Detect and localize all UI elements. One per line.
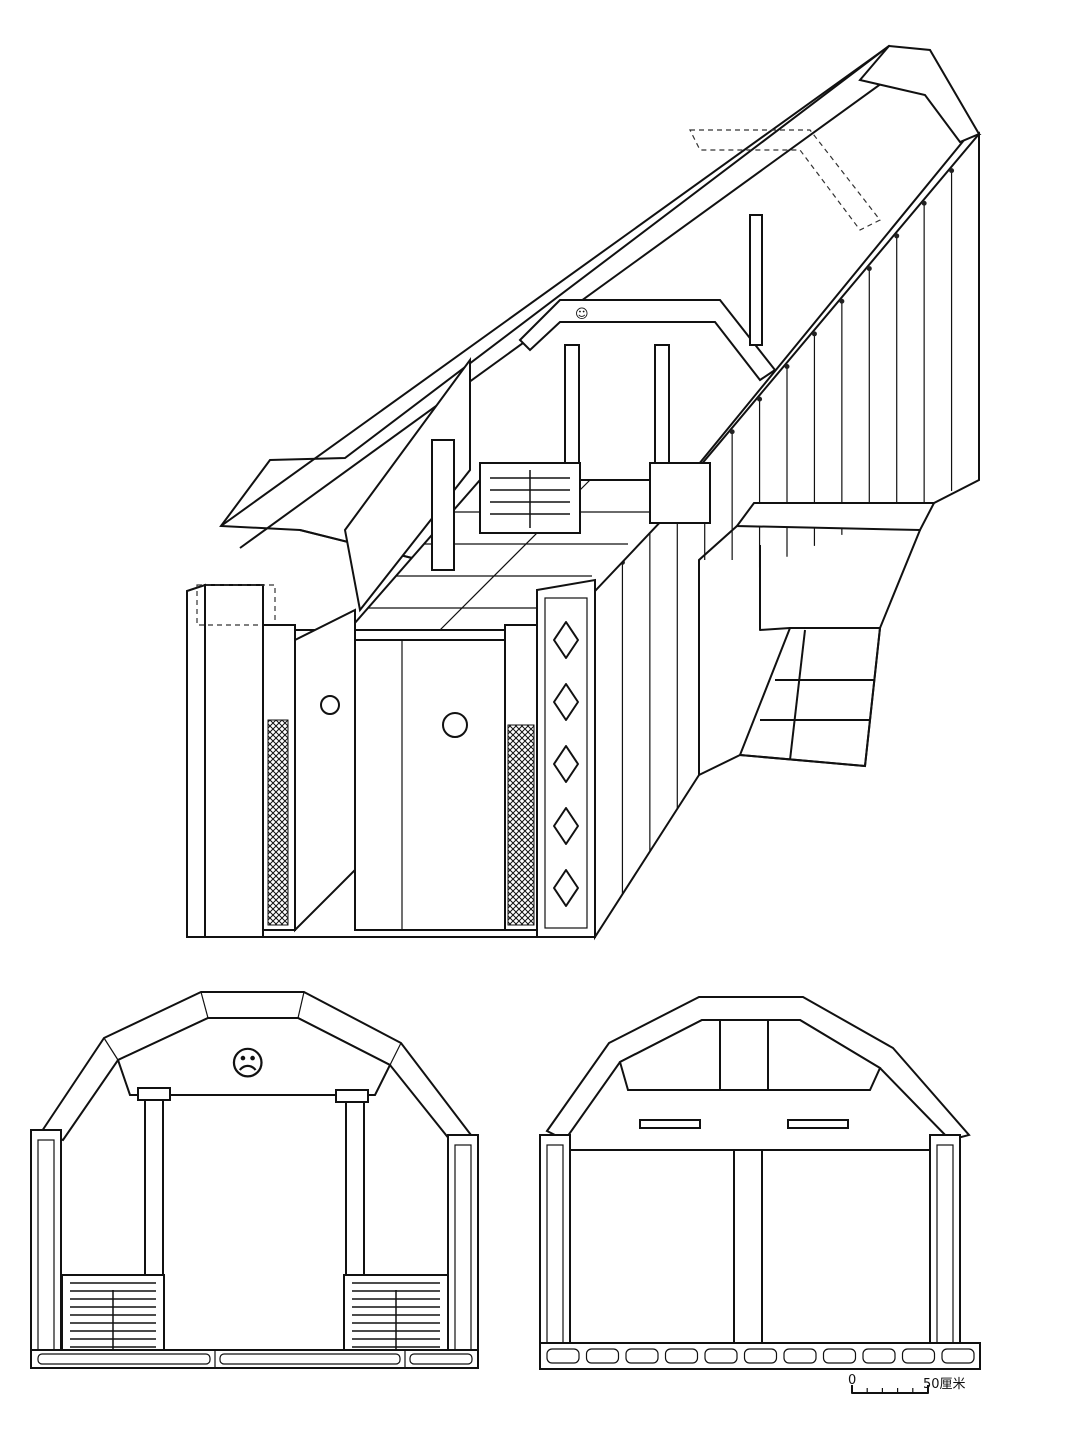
base-brick [664, 1348, 699, 1364]
lozenge-icon [553, 621, 579, 659]
wall-inscription-panel [431, 439, 455, 571]
base-brick [625, 1348, 659, 1364]
front-left-pillar [204, 584, 264, 938]
rivet [784, 364, 790, 369]
scale-end-label: 50厘米 [923, 1377, 966, 1392]
door-leaf-right [354, 639, 511, 931]
roof-end-cap [858, 44, 981, 144]
beast-mask-frieze [116, 1017, 392, 1096]
beast-frieze-icon: ☺ [575, 307, 589, 322]
rivet [866, 266, 872, 272]
base-brick [585, 1348, 620, 1364]
lozenge-icon [553, 869, 579, 907]
door-leaf-left [294, 608, 356, 933]
column-right [345, 1101, 365, 1281]
rivet [949, 168, 955, 174]
lozenge-icon [553, 807, 579, 845]
base-brick [941, 1348, 975, 1364]
base-brick [783, 1348, 817, 1364]
isometric-cutaway-view: ☺ [186, 44, 982, 941]
beast-face-icon: ☹ [230, 1044, 265, 1084]
pillar-base [649, 462, 711, 524]
rivet [839, 298, 845, 304]
column-left [564, 344, 580, 466]
door-divider [733, 1149, 763, 1346]
base-brick [822, 1348, 857, 1364]
rivet [921, 200, 927, 206]
far-column [749, 214, 763, 346]
side-chamber-slab [735, 502, 936, 532]
column-left [144, 1099, 164, 1281]
lozenge-icon [553, 683, 579, 721]
door-ring-icon [442, 712, 468, 738]
lattice-panel [267, 719, 289, 926]
lozenge-ornaments [553, 621, 579, 907]
scale-zero-label: 0 [848, 1373, 856, 1388]
base-brick [862, 1348, 896, 1364]
rivet [811, 331, 817, 337]
mid-arch [518, 299, 777, 382]
base-brick [743, 1348, 778, 1364]
lozenge-icon [553, 745, 579, 783]
lattice-panel [507, 724, 535, 926]
scale-bar: 0 50厘米 [848, 1373, 966, 1394]
base-brick [546, 1348, 580, 1364]
wall-boards [621, 172, 953, 895]
base-brick [901, 1348, 936, 1364]
door-ring-icon [320, 695, 340, 715]
side-chamber-floor [738, 627, 882, 768]
front-left-wall [186, 583, 206, 938]
column-right [654, 344, 670, 466]
rivet [757, 396, 763, 402]
rivet [894, 233, 900, 239]
cross-section-front: ☹ [30, 991, 479, 1369]
cross-section-rear [539, 996, 981, 1370]
rivet [729, 429, 735, 435]
decorated-pillar [536, 578, 596, 938]
inner-left-wall [343, 356, 471, 613]
base-brick [704, 1348, 738, 1364]
